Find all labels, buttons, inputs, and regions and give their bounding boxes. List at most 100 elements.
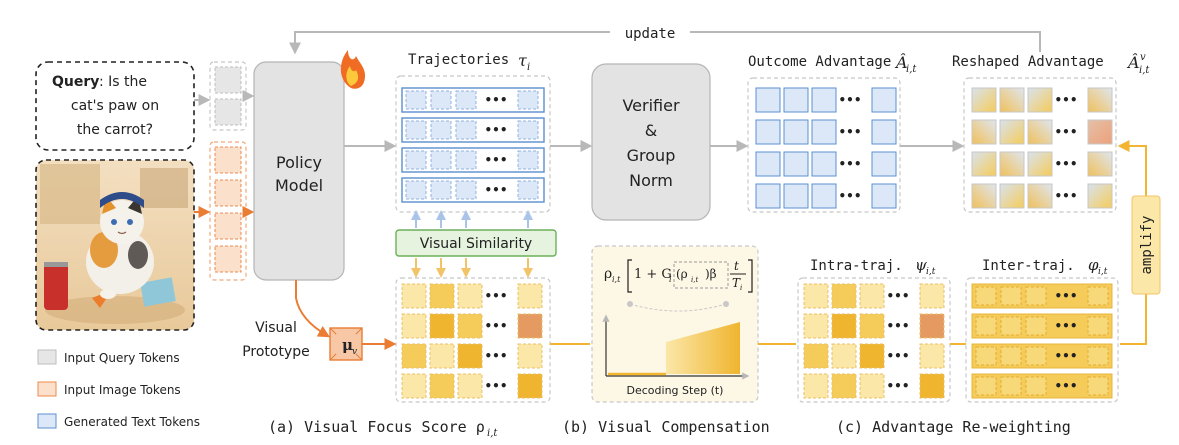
outcomeGrid-cell — [871, 119, 897, 145]
traj-token — [517, 120, 539, 140]
inter-token — [975, 286, 997, 306]
traj-token — [430, 120, 452, 140]
similarity-to-score-arrows — [411, 258, 533, 278]
inter-title: Inter-traj. — [982, 258, 1075, 274]
scoreGrid-cell — [517, 313, 543, 339]
intra-symbol: ψ — [915, 256, 927, 274]
trajectories-grid: •••••••••••• — [401, 87, 545, 203]
scoreGrid-ellipsis: ••• — [484, 289, 507, 303]
reshaped-symbol: Â — [1126, 52, 1140, 72]
reshapedGrid-cell — [971, 119, 997, 145]
intra-title: Intra-traj. — [810, 258, 903, 274]
flame-icon — [340, 50, 366, 89]
verifier-line-4: Norm — [629, 171, 673, 190]
reshapedGrid-cell — [1087, 183, 1113, 209]
formula-t-den-sub: i — [740, 284, 742, 292]
legend-query-swatch — [37, 349, 57, 365]
inter-symbol: φ — [1088, 256, 1099, 274]
outcomeGrid-ellipsis: ••• — [838, 125, 861, 139]
outcomeGrid-ellipsis: ••• — [838, 157, 861, 171]
focus-score-frame — [395, 277, 551, 403]
legend-text-label: Generated Text Tokens — [64, 415, 200, 429]
outcome-sub: i,t — [906, 64, 917, 75]
intraGrid-cell — [831, 343, 857, 369]
update-label: update — [625, 26, 676, 42]
intraGrid-cell — [831, 313, 857, 339]
traj-ellipsis: ••• — [484, 93, 507, 107]
outcomeGrid-cell — [755, 119, 781, 145]
reshapedGrid-ellipsis: ••• — [1054, 189, 1077, 203]
intraGrid-cell — [831, 283, 857, 309]
formula-beta: )β — [705, 267, 717, 281]
intraGrid-cell — [919, 343, 945, 369]
query-line-3: the carrot? — [77, 122, 153, 138]
policy-model-box — [253, 61, 345, 281]
policy-line-2: Model — [275, 176, 323, 195]
inter-sub: i,t — [1098, 267, 1108, 277]
outcomeGrid-cell — [811, 87, 837, 113]
intraGrid-cell — [831, 373, 857, 399]
policy-line-1: Policy — [276, 153, 322, 172]
reshapedGrid-ellipsis: ••• — [1054, 157, 1077, 171]
scoreGrid-cell — [401, 283, 427, 309]
query-line-2: cat's paw on — [71, 98, 159, 114]
inter-ellipsis: ••• — [1054, 349, 1077, 363]
query-token-column — [209, 61, 247, 131]
scoreGrid-cell — [401, 343, 427, 369]
inter-ellipsis: ••• — [1054, 319, 1077, 333]
trajectories-sub: i — [527, 62, 530, 73]
traj-token — [455, 120, 477, 140]
traj-token — [405, 90, 427, 110]
scoreGrid-cell — [517, 343, 543, 369]
inter-token — [1087, 376, 1109, 396]
scoreGrid-cell — [457, 373, 483, 399]
similarity-to-traj-arrows — [411, 210, 533, 228]
reshapedGrid-cell — [1087, 151, 1113, 177]
policy-to-prototype-arrow — [295, 280, 331, 338]
outcomeGrid-cell — [783, 87, 809, 113]
reshapedGrid-cell — [971, 183, 997, 209]
outcomeGrid-cell — [871, 183, 897, 209]
scoreGrid-cell — [401, 313, 427, 339]
reshapedGrid-cell — [971, 151, 997, 177]
prototype-line-1: Visual — [255, 320, 297, 336]
reshaped-grid: •••••••••••• — [971, 87, 1113, 209]
reshapedGrid-cell — [1027, 87, 1053, 113]
scoreGrid-cell — [429, 343, 455, 369]
decoding-step-label: Decoding Step (t) — [627, 384, 724, 397]
traj-token — [517, 150, 539, 170]
caption-a-sub: i,t — [487, 428, 498, 439]
intra-grid: •••••••••••• — [803, 283, 945, 399]
inter-grid: •••••••••••• — [971, 283, 1113, 399]
inter-token — [1025, 316, 1047, 336]
intraGrid-cell — [859, 373, 885, 399]
inter-token — [1025, 376, 1047, 396]
inter-token — [1000, 316, 1022, 336]
update-label-bg — [610, 20, 690, 46]
outcomeGrid-cell — [755, 183, 781, 209]
reshapedGrid-cell — [1027, 183, 1053, 209]
intraGrid-cell — [859, 283, 885, 309]
legend-image-label: Input Image Tokens — [64, 383, 181, 397]
focus-score-grid: •••••••••••• — [401, 283, 543, 399]
inter-ellipsis: ••• — [1054, 289, 1077, 303]
compensation-plot — [602, 314, 750, 380]
outcomeGrid-cell — [783, 183, 809, 209]
legend-text-swatch — [37, 413, 57, 429]
inter-token — [1087, 346, 1109, 366]
traj-ellipsis: ••• — [484, 153, 507, 167]
formula-g-sub: i — [669, 275, 672, 284]
traj-token — [430, 90, 452, 110]
prototype-mu-sub: v — [352, 347, 357, 357]
visual-similarity-label: Visual Similarity — [420, 236, 532, 252]
inter-token — [1087, 286, 1109, 306]
formula-rho: ρ — [604, 266, 612, 282]
traj-ellipsis: ••• — [484, 123, 507, 137]
reshapedGrid-cell — [999, 183, 1025, 209]
inter-token — [1000, 286, 1022, 306]
query-box — [35, 61, 195, 151]
cat-image — [35, 159, 195, 331]
outcomeGrid-cell — [871, 151, 897, 177]
traj-token — [405, 120, 427, 140]
